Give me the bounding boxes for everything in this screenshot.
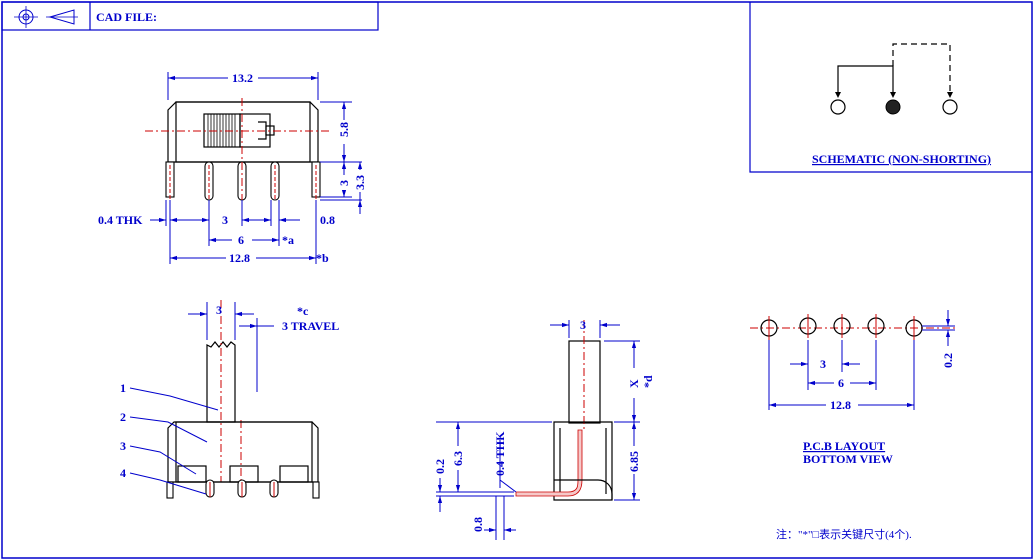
- pcb-dim-0-2: 0.2: [941, 353, 955, 368]
- pcb-caption-line2: BOTTOM VIEW: [803, 452, 893, 466]
- callout-4: 4: [120, 466, 126, 480]
- pcb-dim-3: 3: [820, 357, 826, 371]
- end-dim-3: 3: [580, 318, 586, 332]
- mark-b: *b: [316, 251, 329, 265]
- callout-1: 1: [120, 381, 126, 395]
- dim-6-3: 6.3: [451, 451, 465, 466]
- travel-label: 3 TRAVEL: [282, 319, 339, 333]
- dim-pitch: 3: [222, 213, 228, 227]
- pcb-caption-line1: P.C.B LAYOUT: [803, 439, 885, 453]
- mark-d: *d: [641, 375, 655, 388]
- mark-c: *c: [297, 304, 309, 318]
- dim-0-2-end: 0.2: [433, 459, 447, 474]
- terminal-left-icon: [830, 99, 846, 115]
- side-dim-3: 3: [216, 303, 222, 317]
- pcb-dim-12-8: 12.8: [830, 398, 851, 412]
- third-angle-projection-icon: [14, 6, 78, 28]
- dim-3-3: 3.3: [353, 175, 367, 190]
- dim-3-pin: 3: [337, 180, 351, 186]
- callout-3: 3: [120, 439, 126, 453]
- mark-a: *a: [282, 233, 294, 247]
- terminal-right-icon: [942, 99, 958, 115]
- callout-2: 2: [120, 410, 126, 424]
- schematic-panel: [749, 2, 1032, 173]
- schematic-caption: SCHEMATIC (NON-SHORTING): [812, 152, 991, 166]
- dim-6-85: 6.85: [627, 451, 641, 472]
- footnote: 注："*"□表示关键尺寸(4个).: [776, 527, 912, 541]
- dim-x: X: [627, 379, 641, 388]
- terminal-common-icon: [885, 99, 901, 115]
- side-view: [129, 300, 320, 500]
- dim-0-4-thk-end: 0.4 THK: [493, 431, 507, 476]
- dim-13-2: 13.2: [232, 71, 253, 85]
- pcb-dim-6: 6: [838, 376, 844, 390]
- end-view: [436, 320, 640, 540]
- dim-0-8-end: 0.8: [471, 517, 485, 532]
- dim-0-8: 0.8: [320, 213, 335, 227]
- dim-12-8: 12.8: [229, 251, 250, 265]
- cad-file-label: CAD FILE:: [96, 10, 157, 24]
- dim-thk: 0.4 THK: [98, 213, 143, 227]
- pcb-layout: [750, 310, 955, 410]
- front-view: [145, 72, 363, 264]
- dim-6: 6: [238, 233, 244, 247]
- dim-5-8: 5.8: [337, 122, 351, 137]
